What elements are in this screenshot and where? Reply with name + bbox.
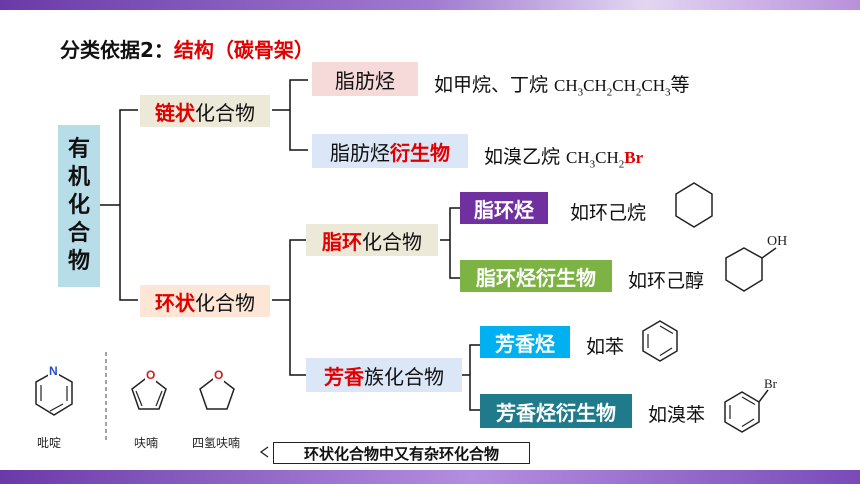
- aromatic-derivative-box: 芳香烃衍生物: [480, 394, 632, 428]
- ring-compound-box: 环状化合物: [140, 285, 270, 317]
- pyridine-caption: 吡啶: [37, 436, 62, 450]
- divider-dashed: [105, 352, 107, 442]
- bromoethane-formula: CH3CH2: [566, 148, 625, 171]
- furan-structure: [131, 375, 167, 410]
- alicyclic-derivative-box: 脂环烃衍生物: [460, 260, 612, 292]
- title-highlight: 结构（碳骨架）: [173, 38, 314, 62]
- furan-caption: 呋喃: [134, 436, 159, 450]
- aliphatic-hydrocarbon-box: 脂肪烃: [312, 62, 418, 96]
- page-title: 分类依据2：结构（碳骨架）: [60, 34, 314, 63]
- alicyclic-hydrocarbon-box: 脂环烃: [460, 192, 548, 224]
- aromatic-compound-box: 芳香族化合物: [306, 358, 462, 392]
- pointer-arrow: [259, 446, 269, 458]
- butane-formula: CH3CH2CH2CH3: [554, 76, 671, 99]
- thf-caption: 四氢呋喃: [192, 436, 241, 450]
- tetrahydrofuran-structure: [199, 375, 235, 410]
- aliphatic-example: 如甲烷、丁烷 CH3CH2CH2CH3等: [434, 74, 690, 99]
- heterocycle-note: 环状化合物中又有杂环化合物: [273, 442, 530, 464]
- alicyclic-compound-box: 脂环化合物: [306, 224, 438, 256]
- alicyclic-hydrocarbon-example: 如环己烷: [570, 202, 647, 224]
- aliphatic-derivative-box: 脂肪烃衍生物: [312, 134, 468, 168]
- bromine-label: Br: [764, 376, 777, 391]
- top-decor-bar: [0, 0, 860, 10]
- organic-compound-box: 有 机 化 合 物: [58, 125, 100, 287]
- benzene-structure: [642, 320, 678, 362]
- hydroxyl-label: OH: [767, 234, 788, 249]
- alicyclic-derivative-example: 如环己醇: [628, 270, 705, 292]
- title-prefix: 分类依据2：: [60, 38, 174, 62]
- bromobenzene-structure: [724, 389, 769, 433]
- aromatic-hydrocarbon-box: 芳香烃: [480, 326, 570, 358]
- thf-oxygen: O: [213, 368, 225, 382]
- aromatic-derivative-example: 如溴苯: [648, 404, 706, 426]
- furan-oxygen: O: [145, 368, 157, 382]
- bottom-decor-bar: [0, 470, 860, 484]
- aromatic-hydrocarbon-example: 如苯: [586, 336, 625, 358]
- chain-compound-box: 链状化合物: [140, 95, 270, 127]
- aliphatic-derivative-example: 如溴乙烷 CH3CH2Br: [484, 146, 644, 171]
- cyclohexane-structure: [675, 182, 713, 228]
- cyclohexanol-structure: [725, 247, 777, 292]
- pyridine-structure: [35, 371, 73, 416]
- pyridine-nitrogen: N: [48, 364, 59, 378]
